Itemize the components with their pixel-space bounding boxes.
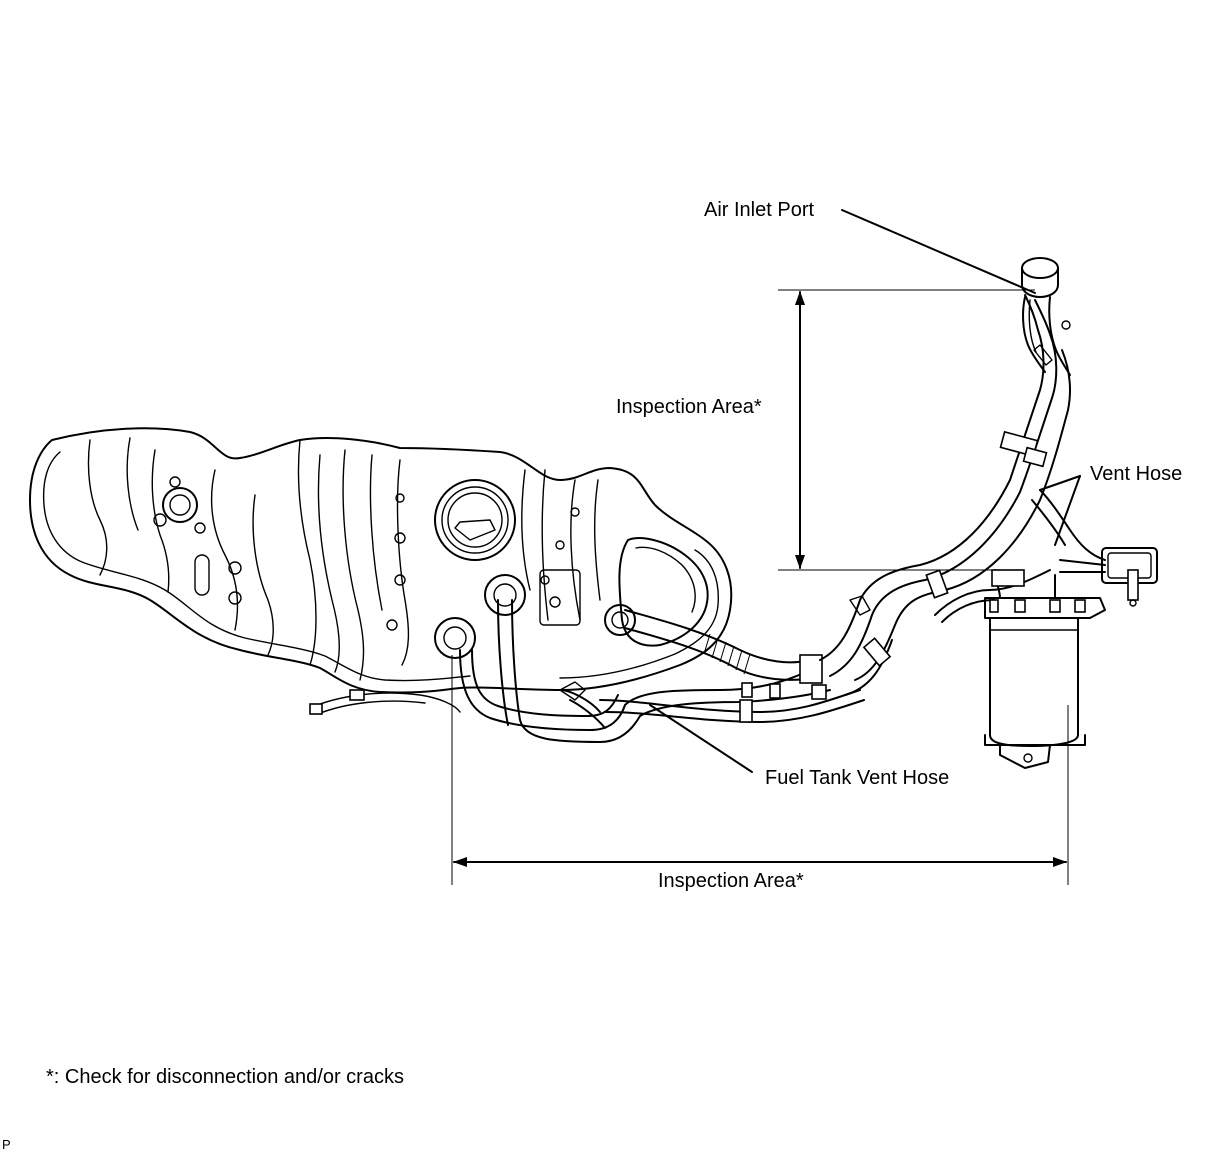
label-air-inlet-port: Air Inlet Port — [704, 199, 815, 221]
filler-hose-drawing — [624, 609, 823, 684]
label-vent-hose: Vent Hose — [1090, 463, 1183, 485]
label-inspection-area-vertical: Inspection Area* — [616, 396, 762, 418]
corner-mark: P — [2, 1137, 11, 1152]
vent-hose-drawing — [819, 294, 1106, 696]
fuel-tank-vent-hose-drawing — [459, 599, 865, 743]
leader-lines — [649, 209, 1081, 773]
dimension-arrow-horizontal — [451, 655, 1069, 885]
dimension-arrow-vertical — [778, 289, 1035, 571]
fuel-tank-drawing — [29, 427, 733, 694]
footnote: *: Check for disconnection and/or cracks — [46, 1066, 404, 1088]
air-inlet-port-drawing — [1021, 257, 1071, 376]
wire-harness-drawing — [309, 689, 461, 715]
charcoal-canister-drawing — [984, 547, 1158, 769]
label-fuel-tank-vent-hose: Fuel Tank Vent Hose — [765, 767, 950, 789]
label-inspection-area-horizontal: Inspection Area* — [658, 870, 804, 892]
